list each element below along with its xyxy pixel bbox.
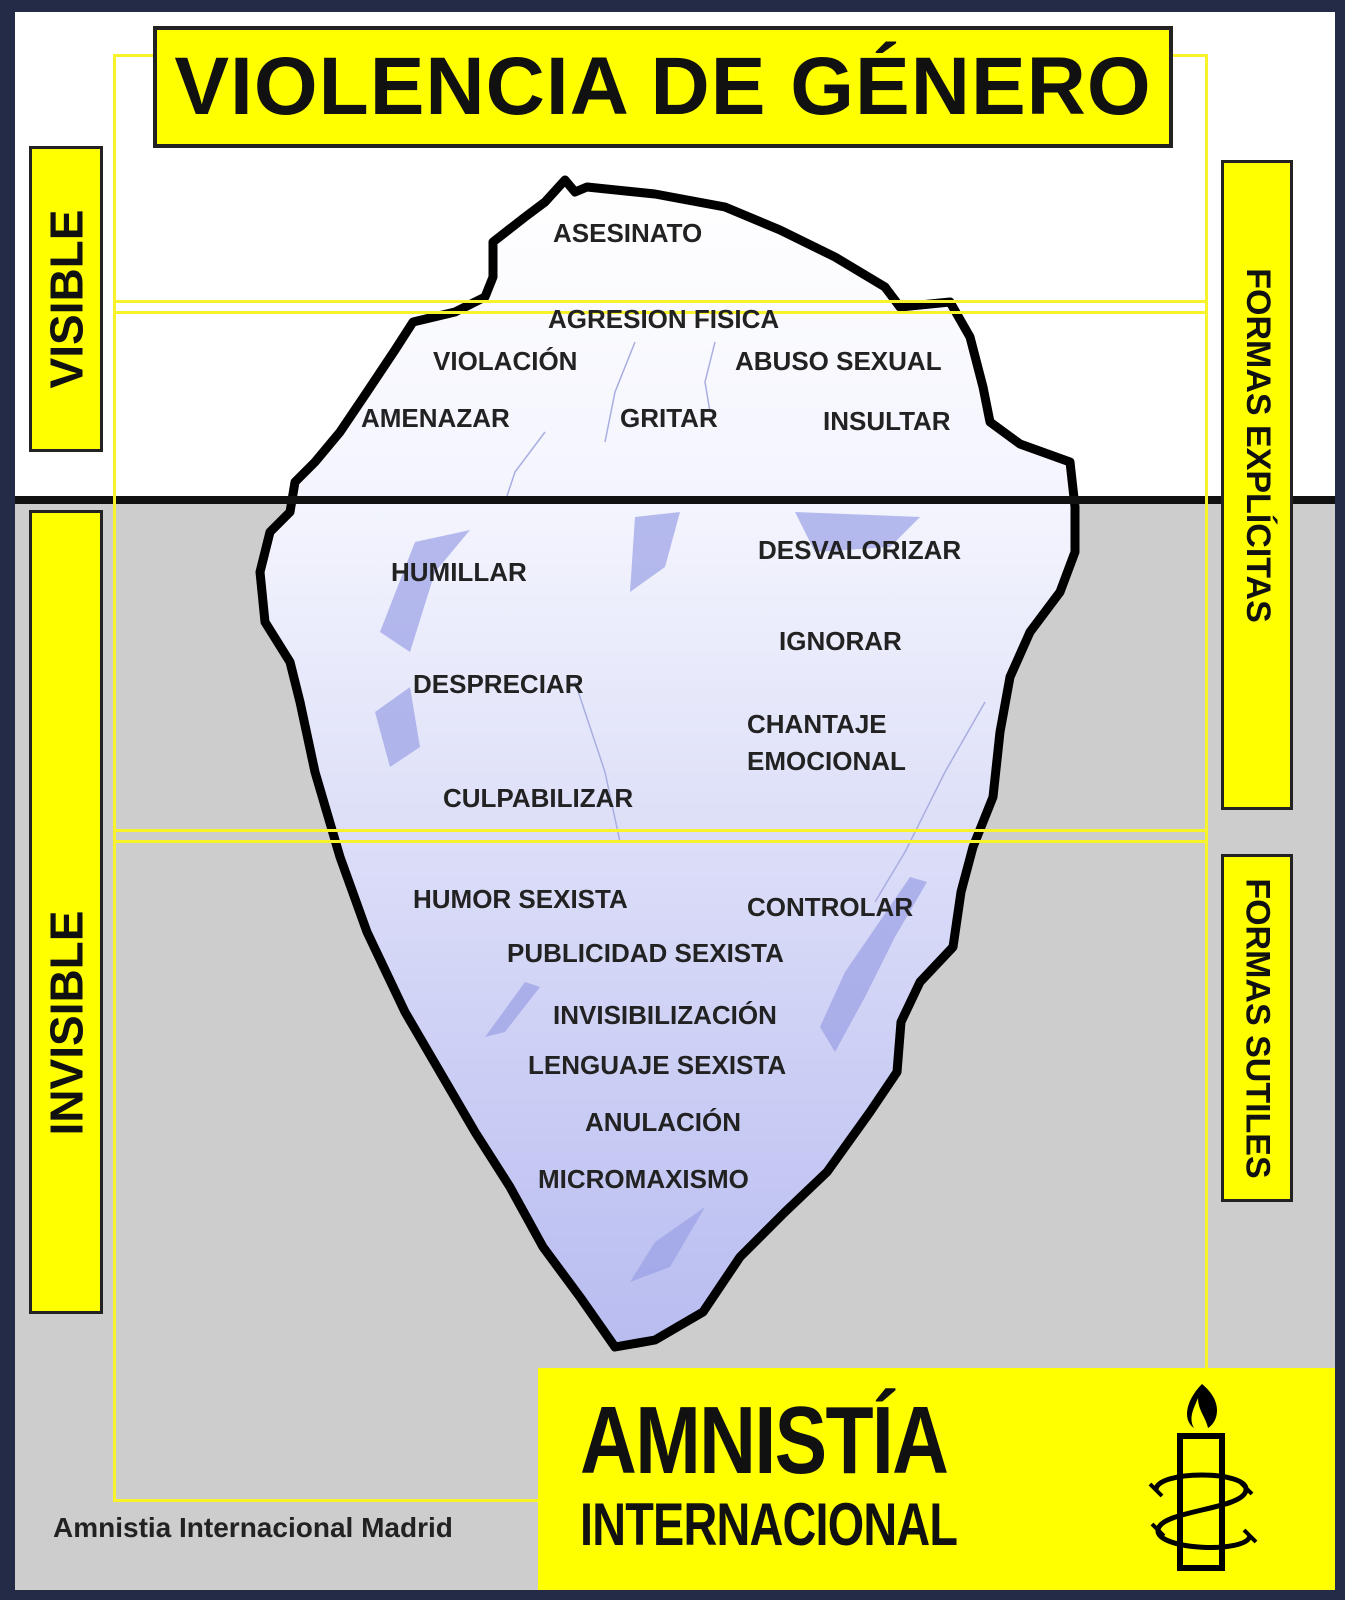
label-invisible: INVISIBLE	[40, 910, 92, 1136]
term-agresion-fisica: AGRESION FISICA	[548, 304, 780, 334]
waterline	[15, 496, 1335, 504]
term-desvalorizar: DESVALORIZAR	[758, 535, 962, 565]
candle-barbed-wire-icon	[1148, 1384, 1258, 1571]
term-insultar: INSULTAR	[823, 406, 951, 436]
logo-box: AMNISTÍA INTERNACIONAL	[538, 1368, 1335, 1590]
term-amenazar: AMENAZAR	[361, 403, 510, 433]
frame-row-subtle	[113, 829, 1208, 843]
label-visible-box: VISIBLE	[29, 146, 103, 452]
logo-line2: INTERNACIONAL	[580, 1491, 958, 1558]
term-chantaje: CHANTAJE	[747, 709, 887, 739]
term-invisibilizacion: INVISIBILIZACIÓN	[553, 1000, 777, 1030]
term-lenguaje-sexista: LENGUAJE SEXISTA	[528, 1050, 787, 1080]
term-abuso-sexual: ABUSO SEXUAL	[735, 346, 942, 376]
term-culpabilizar: CULPABILIZAR	[443, 783, 634, 813]
diagram-canvas: VIOLENCIA DE GÉNERO VISIBLE INVISIBLE FO…	[15, 12, 1335, 1590]
label-invisible-box: INVISIBLE	[29, 510, 103, 1314]
term-gritar: GRITAR	[620, 403, 718, 433]
term-anulacion: ANULACIÓN	[585, 1107, 741, 1137]
term-humor-sexista: HUMOR SEXISTA	[413, 884, 628, 914]
credit-text: Amnistia Internacional Madrid	[53, 1512, 453, 1543]
ice-cracks	[504, 341, 986, 903]
title-box: VIOLENCIA DE GÉNERO	[153, 26, 1173, 148]
iceberg-body	[255, 175, 1080, 1352]
ice-shading	[375, 512, 927, 1282]
frame-row-explicit	[113, 300, 1208, 314]
logo-line1: AMNISTÍA	[580, 1387, 949, 1494]
label-explicit: FORMAS EXPLÍCITAS	[1238, 267, 1277, 623]
label-visible: VISIBLE	[40, 209, 92, 389]
frame-outer	[113, 54, 1208, 1502]
term-controlar: CONTROLAR	[747, 892, 914, 922]
term-despreciar: DESPRECIAR	[413, 669, 584, 699]
diagram-title: VIOLENCIA DE GÉNERO	[174, 41, 1152, 132]
term-emocional: EMOCIONAL	[747, 746, 906, 776]
term-publicidad-sexista: PUBLICIDAD SEXISTA	[507, 938, 784, 968]
term-asesinato: ASESINATO	[553, 218, 703, 248]
iceberg	[255, 175, 1080, 1352]
term-micromaxismo: MICROMAXISMO	[538, 1164, 749, 1194]
label-explicit-box: FORMAS EXPLÍCITAS	[1221, 160, 1293, 810]
label-subtle-box: FORMAS SUTILES	[1221, 854, 1293, 1202]
label-subtle: FORMAS SUTILES	[1238, 877, 1277, 1179]
term-humillar: HUMILLAR	[391, 557, 527, 587]
term-violacion: VIOLACIÓN	[433, 346, 578, 376]
term-ignorar: IGNORAR	[779, 626, 902, 656]
